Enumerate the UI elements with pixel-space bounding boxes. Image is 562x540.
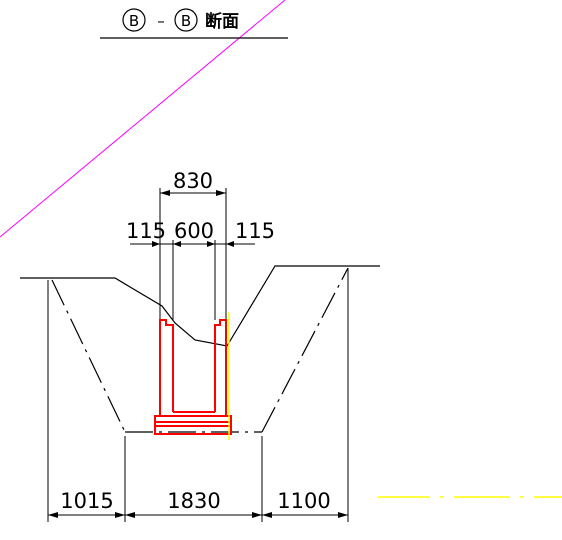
dimension-inner-label: 600 (174, 219, 214, 243)
section-label: 断面 (205, 11, 239, 32)
dimension-830: 830 (160, 169, 226, 196)
u-channel-structure (154, 319, 232, 435)
reference-line (0, 0, 286, 238)
dimension-830-label: 830 (173, 169, 213, 193)
extension-lines (47, 188, 349, 522)
dimension-bottom-row: 1015 1830 1100 (48, 489, 348, 518)
centerline (228, 312, 562, 498)
dimension-bottom-left-label: 1015 (60, 489, 113, 513)
section-marker-left (122, 8, 146, 32)
dimension-wall-row: 115 600 115 (126, 219, 275, 247)
section-separator: – (157, 12, 165, 30)
excavation-outline (51, 267, 349, 433)
section-marker-right-label: B (181, 12, 191, 30)
dimension-bottom-right-label: 1100 (277, 489, 330, 513)
dimension-bottom-center-label: 1830 (167, 489, 220, 513)
dimension-wall-left-label: 115 (126, 219, 166, 243)
ground-line (20, 265, 380, 347)
dimension-wall-right-label: 115 (235, 219, 275, 243)
section-marker-left-label: B (129, 12, 139, 30)
section-title: B – B 断面 (100, 8, 288, 39)
section-marker-right (174, 8, 198, 32)
